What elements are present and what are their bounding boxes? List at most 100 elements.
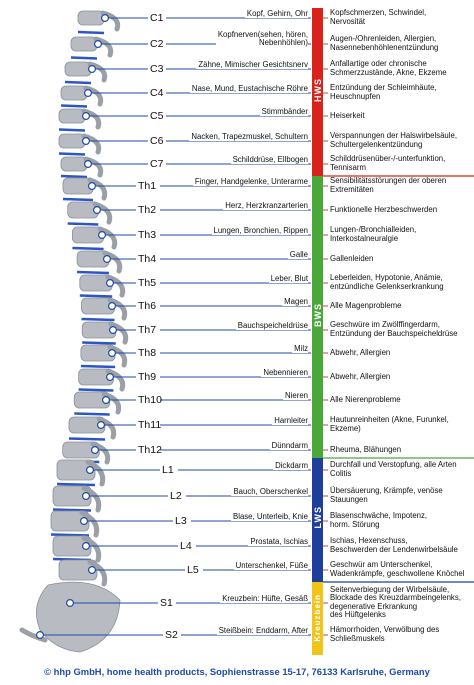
- symptom-text: Anfallartige oder chronische Schmerzzust…: [330, 59, 447, 77]
- segment-marker: [100, 14, 109, 23]
- segment-label: L2: [170, 490, 182, 502]
- vertebral-column: [19, 10, 129, 653]
- segment-marker: [93, 39, 102, 48]
- region-label-hws: HWS: [313, 78, 323, 102]
- spinous-process: [90, 441, 111, 465]
- spinous-process: [100, 10, 121, 32]
- region-label-lws: LWS: [313, 506, 323, 529]
- segment-marker: [102, 255, 111, 264]
- symptom-text: Ischias, Hexenschuss, Beschwerden der Le…: [330, 536, 458, 554]
- intervertebral-disc: [78, 388, 114, 392]
- region-bar-lws: [312, 458, 323, 582]
- spinous-process: [81, 485, 102, 513]
- segment-marker: [35, 630, 44, 639]
- segment-label: C5: [150, 110, 164, 122]
- spinous-process: [97, 226, 118, 250]
- intervertebral-disc: [62, 197, 94, 202]
- segment-label: C3: [150, 63, 164, 75]
- organ-text: Harnleiter: [272, 415, 308, 425]
- segment-marker: [96, 421, 105, 430]
- intervertebral-disc: [56, 482, 96, 487]
- organ-text: Kopf, Gehirn, Ohr: [244, 8, 308, 18]
- vertebra: [58, 108, 86, 124]
- segment-label: C1: [150, 12, 164, 24]
- segment-label: C6: [150, 135, 164, 147]
- spinous-process: [79, 510, 100, 538]
- spinous-process: [101, 391, 122, 415]
- segment-marker: [107, 302, 116, 311]
- symptom-text: Lungen-/Bronchialleiden, Interkostalneur…: [330, 225, 417, 243]
- vertebra: [64, 61, 92, 77]
- vertebra: [77, 10, 105, 26]
- segment-label: C2: [150, 38, 164, 50]
- region-label-bws: BWS: [313, 303, 323, 327]
- segment-marker: [107, 349, 116, 358]
- organ-text: Zähne, Mimischer Gesichtsnerv: [196, 59, 308, 69]
- organ-text: Stimmbänder: [259, 106, 308, 116]
- intervertebral-disc: [74, 412, 110, 416]
- spinous-process: [85, 459, 106, 487]
- symptom-text: Sensibilitätsstörungen der oberen Extrem…: [330, 176, 447, 194]
- segment-label: L5: [187, 564, 199, 576]
- vertebra: [58, 133, 86, 149]
- intervertebral-disc: [50, 533, 90, 537]
- copyright-footer: © hhp GmbH, home health products, Sophie…: [44, 666, 430, 677]
- region-label-kreuzbein: Kreuzbein: [313, 594, 322, 642]
- symptom-text: Heiserkeit: [330, 110, 365, 120]
- segment-label: Th8: [138, 347, 157, 359]
- vertebra: [60, 85, 88, 101]
- spinous-process: [108, 321, 129, 345]
- segment-marker: [81, 137, 90, 146]
- intervertebral-disc: [72, 246, 104, 251]
- segment-marker: [79, 516, 88, 525]
- segment-marker: [83, 160, 92, 169]
- organ-text: Galle: [287, 249, 308, 259]
- symptom-text: Hautunreinheiten (Akne, Furunkel, Ekzeme…: [330, 415, 449, 433]
- segment-marker: [105, 279, 114, 288]
- segment-label: Th4: [138, 253, 157, 265]
- organ-text: Nacken, Trapezmuskel, Schultern: [189, 131, 308, 141]
- segment-marker: [87, 64, 96, 73]
- organ-text: Nase, Mund, Eustachische Röhre: [189, 83, 308, 93]
- segment-marker: [92, 206, 101, 215]
- intervertebral-disc: [67, 222, 99, 226]
- segment-label: L1: [162, 464, 174, 476]
- intervertebral-disc: [77, 270, 109, 275]
- segment-label: Th5: [138, 277, 157, 289]
- segment-marker: [87, 182, 96, 191]
- symptom-text: Augen-/Ohrenleiden, Allergien, Nasennebe…: [330, 34, 439, 52]
- symptom-text: Alle Magenprobleme: [330, 300, 402, 310]
- organ-text: Dickdarm: [273, 460, 308, 470]
- segment-label: Th6: [138, 300, 157, 312]
- organ-text: Schilddrüse, Ellbogen: [230, 154, 308, 164]
- symptom-text: Funktionelle Herzbeschwerden: [330, 204, 438, 214]
- organ-text: Kopfnerven(sehen, hören, Nebenhöhlen): [215, 30, 308, 48]
- spinous-process: [92, 201, 113, 225]
- spinous-process: [87, 177, 108, 201]
- region-bar-hws: [312, 8, 323, 176]
- spinous-process: [107, 297, 128, 321]
- segment-marker: [81, 541, 90, 550]
- intervertebral-disc: [79, 294, 113, 298]
- organ-text: Lungen, Bronchien, Rippen: [211, 225, 308, 235]
- symptom-text: Seitenverbiegung der Wirbelsäule, Blocka…: [330, 584, 461, 620]
- intervertebral-disc: [81, 317, 115, 322]
- symptom-text: Schilddrüsenüber-/-unterfunktion, Tennis…: [330, 154, 446, 172]
- organ-text: Herz, Herzkranzarterien: [223, 200, 308, 210]
- symptom-text: Abwehr, Allergien: [330, 371, 391, 381]
- segment-label: C4: [150, 87, 164, 99]
- spinous-process: [83, 156, 104, 178]
- symptom-text: Kopfschmerzen, Schwindel, Nervosität: [330, 8, 427, 26]
- segment-label: S2: [165, 629, 178, 641]
- segment-label: Th7: [138, 324, 157, 336]
- segment-marker: [83, 88, 92, 97]
- segment-label: Th1: [138, 180, 157, 192]
- symptom-text: Abwehr, Allergien: [330, 347, 391, 357]
- intervertebral-disc: [64, 80, 92, 85]
- intervertebral-disc: [80, 364, 116, 369]
- organ-text: Nebennieren: [261, 367, 308, 377]
- symptom-text: Leberleiden, Hypotonie, Anämie, entzündl…: [330, 273, 444, 291]
- segment-label: C7: [150, 158, 164, 170]
